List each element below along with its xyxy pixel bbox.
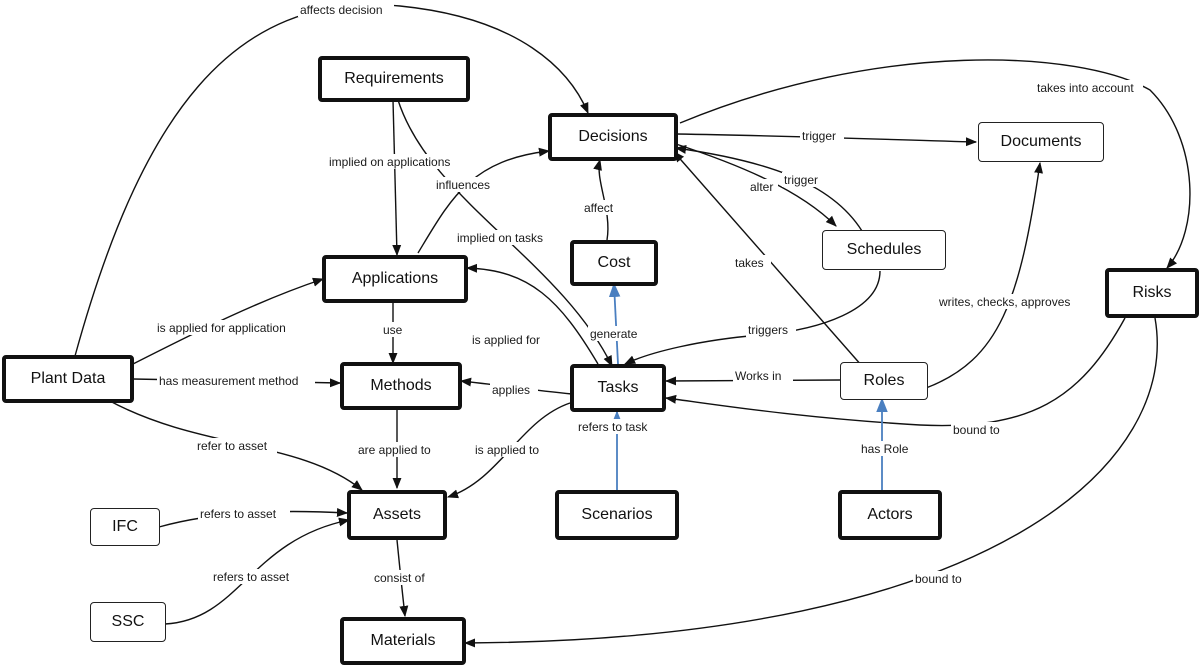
node-actors[interactable]: Actors: [838, 490, 942, 540]
label-consist-of: consist of: [374, 571, 425, 585]
label-bound-to-tasks: bound to: [953, 423, 1000, 437]
edge-bound-to-tasks: [664, 317, 1126, 427]
label-triggers: triggers: [748, 323, 788, 337]
node-assets[interactable]: Assets: [347, 490, 447, 540]
node-plant-data[interactable]: Plant Data: [2, 355, 134, 403]
label-has-measurement-method: has measurement method: [159, 374, 298, 388]
edge-triggers: [623, 270, 881, 365]
label-affects-decision: affects decision: [300, 3, 383, 17]
label-bound-to-materials: bound to: [915, 572, 962, 586]
edge-is-applied-for-application: [132, 277, 325, 365]
label-applies: applies: [492, 383, 530, 397]
node-roles[interactable]: Roles: [840, 362, 928, 400]
label-has-role: has Role: [861, 442, 909, 456]
edge-is-applied-for: [465, 263, 599, 365]
node-schedules[interactable]: Schedules: [822, 230, 946, 270]
edge-generate: [608, 282, 621, 365]
edge-bound-to-materials: [463, 317, 1158, 648]
label-works-in: Works in: [735, 369, 781, 383]
label-refers-to-asset-ssc: refers to asset: [213, 570, 290, 584]
label-trigger-schedules: trigger: [784, 173, 818, 187]
label-affect: affect: [584, 201, 614, 215]
edge-writes-checks-approves: [925, 161, 1043, 389]
label-alter: alter: [750, 180, 773, 194]
label-implied-on-applications: implied on applications: [329, 155, 450, 169]
label-is-applied-for-application: is applied for application: [157, 321, 286, 335]
label-use: use: [383, 323, 403, 337]
label-is-applied-for: is applied for: [472, 333, 540, 347]
node-risks[interactable]: Risks: [1105, 268, 1199, 318]
label-refers-to-asset-ifc: refers to asset: [200, 507, 277, 521]
node-ifc[interactable]: IFC: [90, 508, 160, 546]
node-ssc[interactable]: SSC: [90, 602, 166, 642]
node-tasks[interactable]: Tasks: [570, 364, 666, 412]
label-is-applied-to: is applied to: [475, 443, 539, 457]
node-scenarios[interactable]: Scenarios: [555, 490, 679, 540]
node-decisions[interactable]: Decisions: [548, 113, 678, 161]
node-requirements[interactable]: Requirements: [318, 56, 470, 102]
node-applications[interactable]: Applications: [322, 255, 468, 303]
label-trigger-documents: trigger: [802, 129, 836, 143]
label-are-applied-to: are applied to: [358, 443, 431, 457]
label-generate: generate: [590, 327, 638, 341]
label-implied-on-tasks: implied on tasks: [457, 231, 543, 245]
label-influences: influences: [436, 178, 490, 192]
label-refers-to-task: refers to task: [578, 420, 648, 434]
label-writes-checks-approves: writes, checks, approves: [938, 295, 1070, 309]
label-takes-into-account: takes into account: [1037, 81, 1134, 95]
edge-takes-into-account: [679, 59, 1191, 269]
edge-implied-on-applications: [392, 99, 402, 257]
label-takes: takes: [735, 256, 764, 270]
node-methods[interactable]: Methods: [340, 362, 462, 410]
node-documents[interactable]: Documents: [978, 122, 1104, 162]
node-materials[interactable]: Materials: [340, 617, 466, 665]
node-cost[interactable]: Cost: [570, 240, 658, 286]
label-refer-to-asset: refer to asset: [197, 439, 268, 453]
edge-affect: [593, 158, 609, 241]
